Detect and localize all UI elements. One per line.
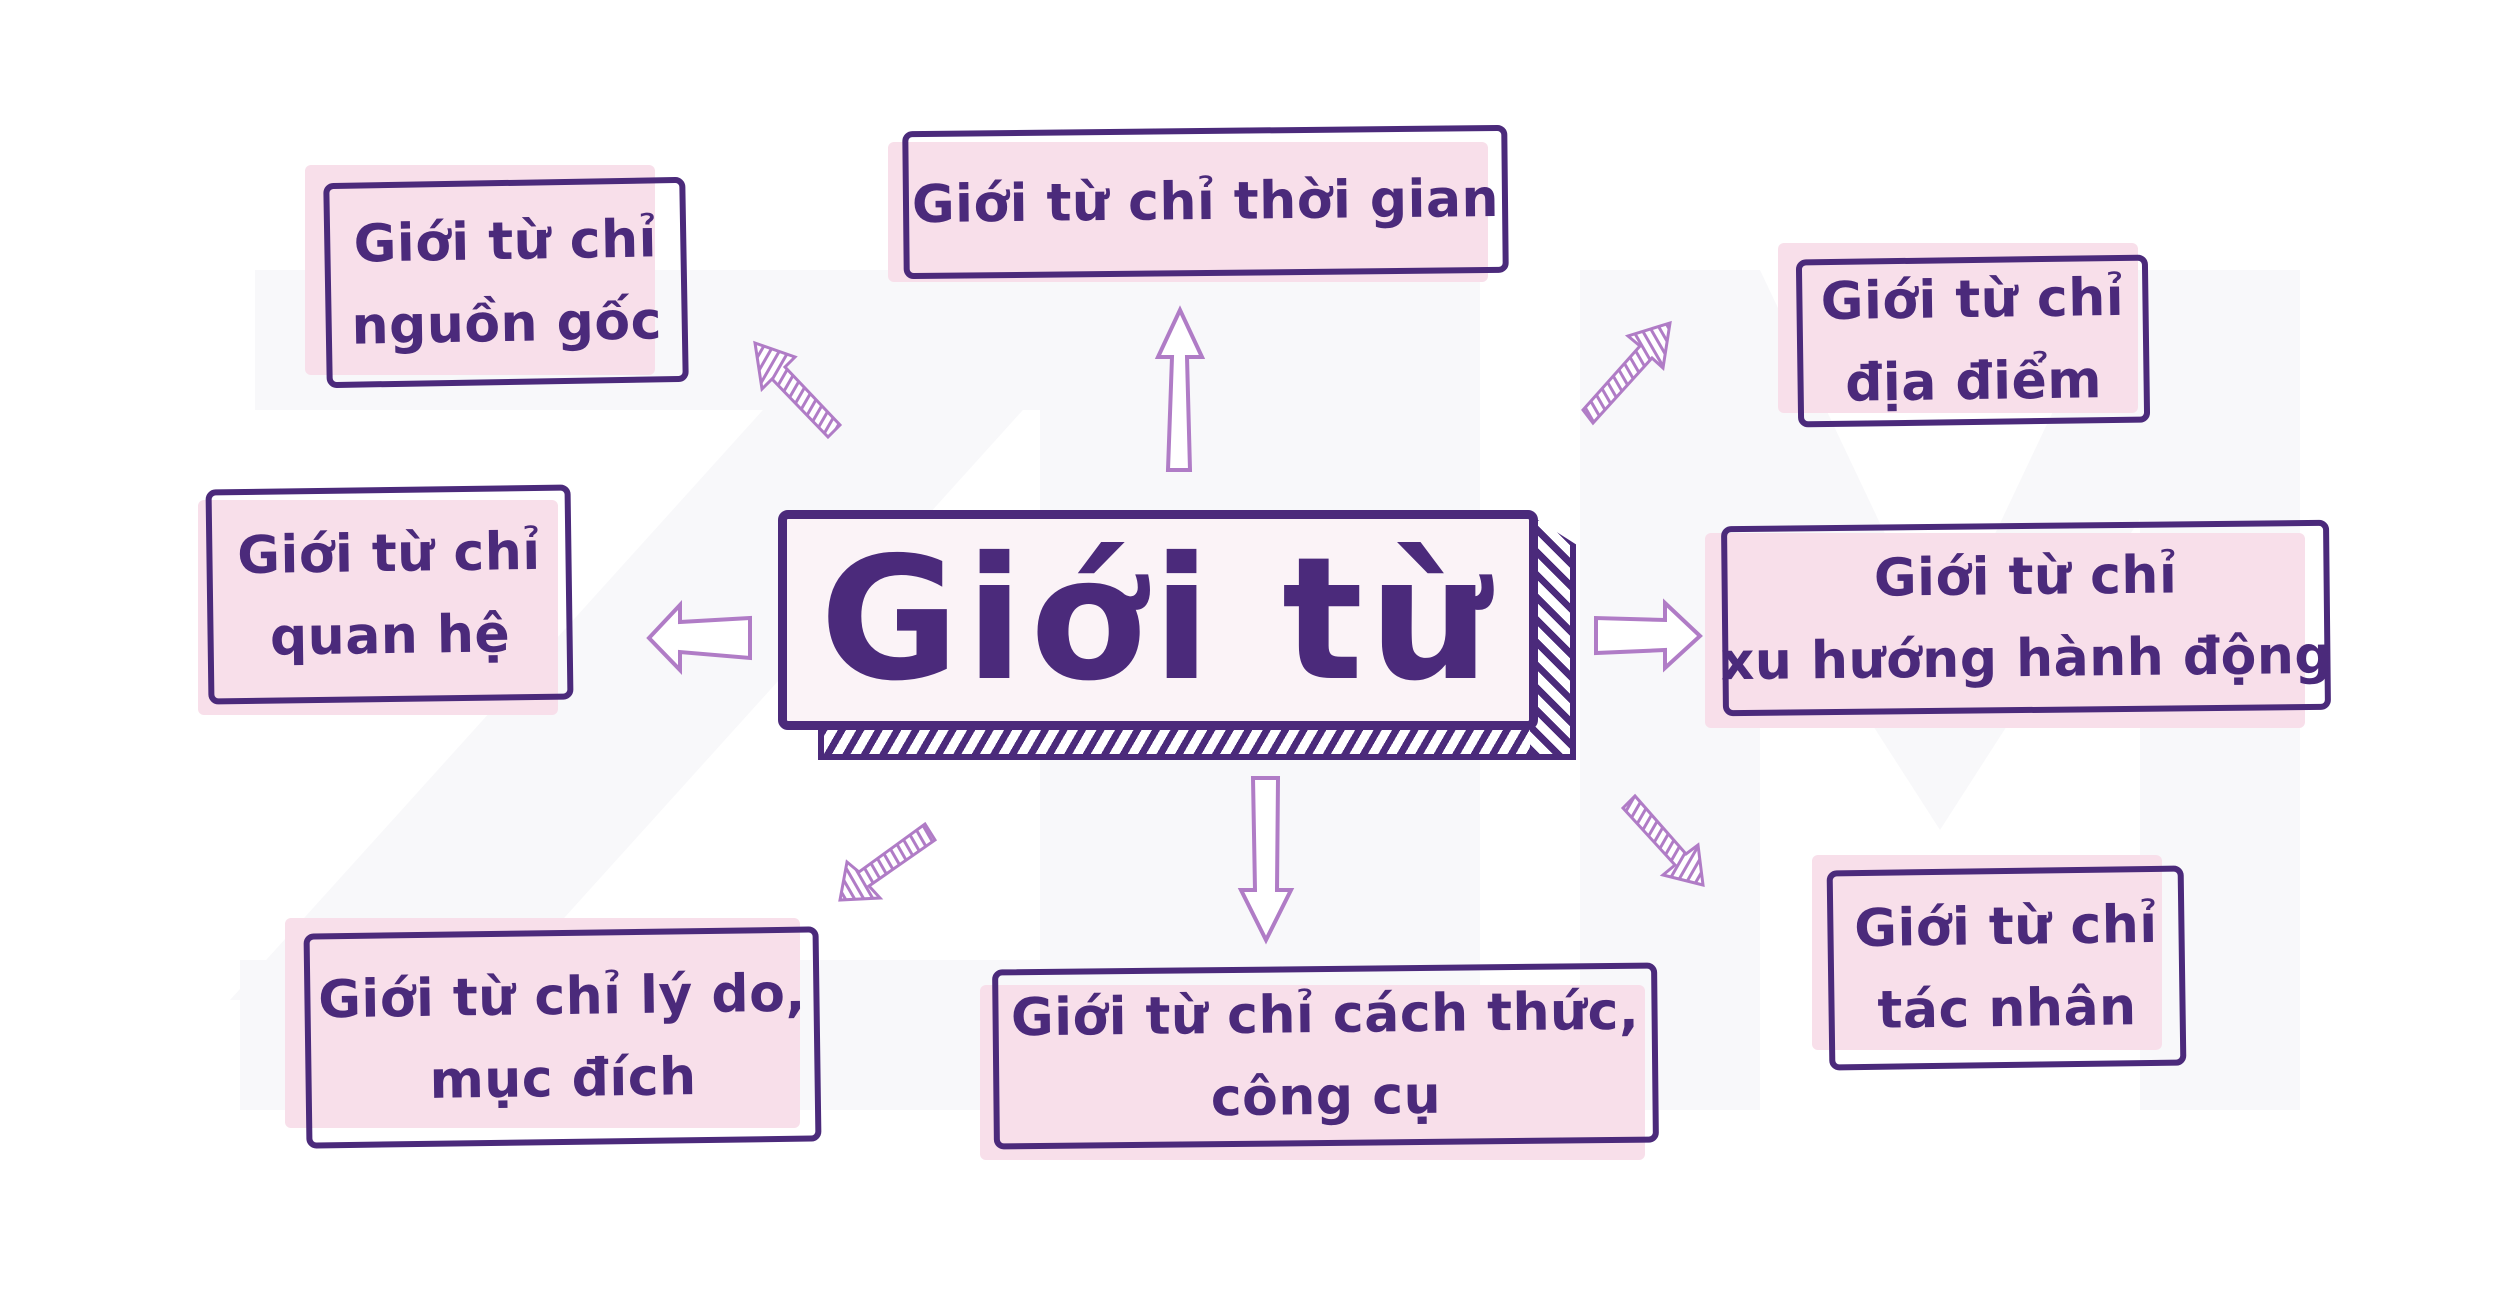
node-time-line1: Giới từ chỉ thời gian <box>911 168 1500 236</box>
arrow-up-outline-icon <box>1154 305 1206 472</box>
node-direction-line1: Giới từ chỉ <box>1873 545 2178 609</box>
node-direction-line2: xu hướng hành động <box>1720 625 2333 693</box>
arrow-down-left-hatched-icon <box>838 821 938 902</box>
arrow-down-outline-icon <box>1237 776 1295 945</box>
node-manner-line1: Giới từ chỉ cách thức, <box>1010 981 1640 1049</box>
arrow-up-right-hatched-icon <box>1581 320 1672 426</box>
node-reason-line1: Giới từ chỉ lý do, <box>317 963 807 1030</box>
node-reason-line2: mục đích <box>429 1046 697 1111</box>
node-manner-line2: công cụ <box>1210 1065 1442 1129</box>
node-agent-line1: Giới từ chỉ <box>1853 894 2158 960</box>
node-origin-line2: nguồn gốc <box>351 290 663 357</box>
node-place-line2: địa điểm <box>1844 350 2103 414</box>
arrow-right-outline-icon <box>1594 598 1703 673</box>
arrow-up-left-hatched-icon <box>753 340 843 440</box>
arrow-left-outline-icon <box>646 600 752 675</box>
node-agent-line2: tác nhân <box>1877 977 2137 1041</box>
arrow-down-right-hatched-icon <box>1620 793 1705 887</box>
node-origin-line1: Giới từ chỉ <box>353 208 658 275</box>
center-box: Giới từ <box>778 510 1538 730</box>
node-relation-line1: Giới từ chỉ <box>236 521 541 586</box>
node-relation-line2: quan hệ <box>269 603 511 668</box>
node-place-line1: Giới từ chỉ <box>1820 267 2125 333</box>
center-title: Giới từ <box>819 521 1497 719</box>
